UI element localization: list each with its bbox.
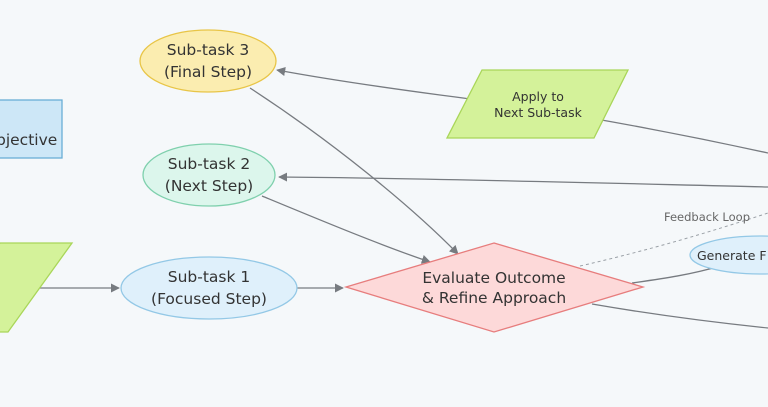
node-apply-line1: Apply to	[512, 89, 564, 104]
edge-subtask2-to-evaluate	[261, 195, 431, 264]
edge-subtask3-to-evaluate	[249, 87, 459, 255]
node-generate: Generate F	[689, 235, 768, 275]
node-evaluate: Evaluate Outcome & Refine Approach	[343, 242, 646, 333]
node-subtask1: Sub-task 1 (Focused Step)	[120, 256, 298, 320]
node-subtask3: Sub-task 3 (Final Step)	[139, 29, 277, 93]
node-input-parallelogram	[0, 242, 74, 333]
node-apply-line2: Next Sub-task	[494, 105, 582, 120]
node-subtask3-line2: (Final Step)	[164, 63, 252, 81]
edge-apply-to-subtask3	[276, 67, 768, 154]
node-objective: bjective	[0, 99, 63, 159]
node-subtask1-line2: (Focused Step)	[151, 290, 267, 308]
feedback-loop-label: Feedback Loop	[664, 210, 750, 224]
node-subtask2-line1: Sub-task 2	[168, 155, 251, 173]
edge-evaluate-to-offscreen	[591, 303, 768, 329]
node-subtask2-line2: (Next Step)	[165, 177, 253, 195]
node-evaluate-line2: & Refine Approach	[422, 289, 566, 307]
edges	[40, 67, 768, 329]
edge-feedback-loop	[579, 212, 768, 267]
node-objective-label: bjective	[0, 131, 57, 149]
node-subtask1-line1: Sub-task 1	[168, 268, 251, 286]
node-subtask2: Sub-task 2 (Next Step)	[142, 143, 276, 207]
node-subtask3-line1: Sub-task 3	[167, 41, 250, 59]
edge-evaluate-to-generate	[631, 265, 721, 284]
node-apply: Apply to Next Sub-task	[445, 69, 630, 139]
node-generate-label: Generate F	[697, 248, 767, 263]
edge-offscreen-to-subtask2	[278, 172, 768, 188]
node-evaluate-line1: Evaluate Outcome	[422, 269, 565, 287]
